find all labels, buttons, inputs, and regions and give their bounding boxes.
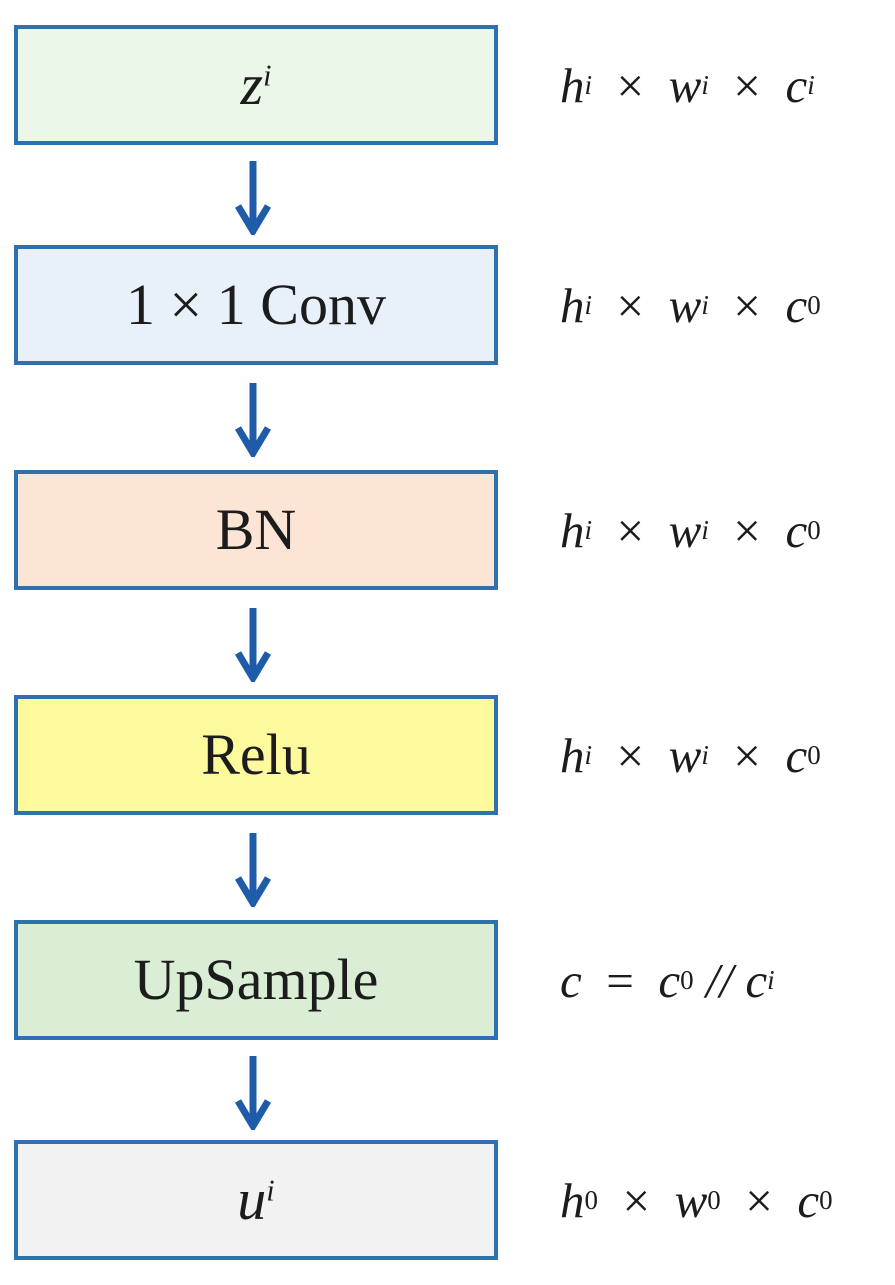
node-label-relu: Relu [201,722,311,787]
node-label-z-i: zi [240,52,272,117]
node-label-bn: BN [215,497,297,562]
node-box-upsample: UpSample [14,920,498,1040]
down-arrow-icon [233,381,273,457]
node-box-relu: Relu [14,695,498,815]
node-box-z-i: zi [14,25,498,145]
node-label-u-i: ui [237,1167,275,1232]
node-box-u-i: ui [14,1140,498,1260]
down-arrow-icon [233,606,273,682]
down-arrow-icon [233,1054,273,1130]
down-arrow-icon [233,159,273,235]
node-box-bn: BN [14,470,498,590]
down-arrow-icon [233,831,273,907]
node-label-1x1-conv: 1 × 1 Conv [126,272,386,337]
node-box-1x1-conv: 1 × 1 Conv [14,245,498,365]
node-label-upsample: UpSample [133,947,379,1012]
